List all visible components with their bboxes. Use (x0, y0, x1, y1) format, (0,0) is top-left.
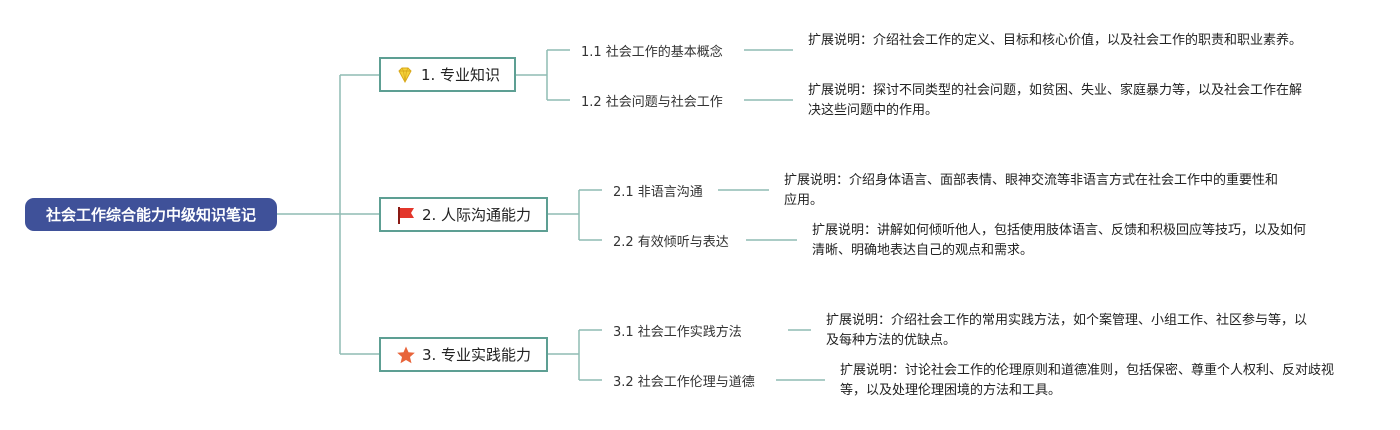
description-2-1: 扩展说明：介绍身体语言、面部表情、眼神交流等非语言方式在社会工作中的重要性和应用… (784, 173, 1279, 208)
description-1-2: 扩展说明：探讨不同类型的社会问题，如贫困、失业、家庭暴力等，以及社会工作在解决这… (808, 83, 1303, 118)
description-1-1: 扩展说明：介绍社会工作的定义、目标和核心价值，以及社会工作的职责和职业素养。 (808, 33, 1303, 48)
branch-node-professional-knowledge[interactable]: 1. 专业知识 (379, 57, 516, 92)
red-flag-icon (396, 205, 416, 225)
description-2-2: 扩展说明：讲解如何倾听他人，包括使用肢体语言、反馈和积极回应等技巧，以及如何清晰… (812, 223, 1307, 258)
subtopic-2-2[interactable]: 2.2 有效倾听与表达 (613, 235, 729, 250)
description-3-2: 扩展说明：讨论社会工作的伦理原则和道德准则，包括保密、尊重个人权利、反对歧视等，… (840, 363, 1335, 398)
subtopic-2-1[interactable]: 2.1 非语言沟通 (613, 185, 703, 200)
star-icon (396, 345, 416, 365)
branch-label: 2. 人际沟通能力 (421, 206, 532, 224)
subtopic-3-1[interactable]: 3.1 社会工作实践方法 (613, 325, 742, 340)
branch-node-professional-practice[interactable]: 3. 专业实践能力 (379, 337, 548, 372)
root-node[interactable]: 社会工作综合能力中级知识笔记 (25, 198, 277, 231)
gem-icon (395, 65, 415, 85)
subtopic-3-2[interactable]: 3.2 社会工作伦理与道德 (613, 375, 755, 390)
branch-label: 1. 专业知识 (420, 66, 501, 84)
description-3-1: 扩展说明：介绍社会工作的常用实践方法，如个案管理、小组工作、社区参与等，以及每种… (826, 313, 1308, 348)
subtopic-1-1[interactable]: 1.1 社会工作的基本概念 (581, 45, 723, 60)
branch-label: 3. 专业实践能力 (421, 346, 532, 364)
subtopic-1-2[interactable]: 1.2 社会问题与社会工作 (581, 95, 723, 110)
branch-node-interpersonal-communication[interactable]: 2. 人际沟通能力 (379, 197, 548, 232)
